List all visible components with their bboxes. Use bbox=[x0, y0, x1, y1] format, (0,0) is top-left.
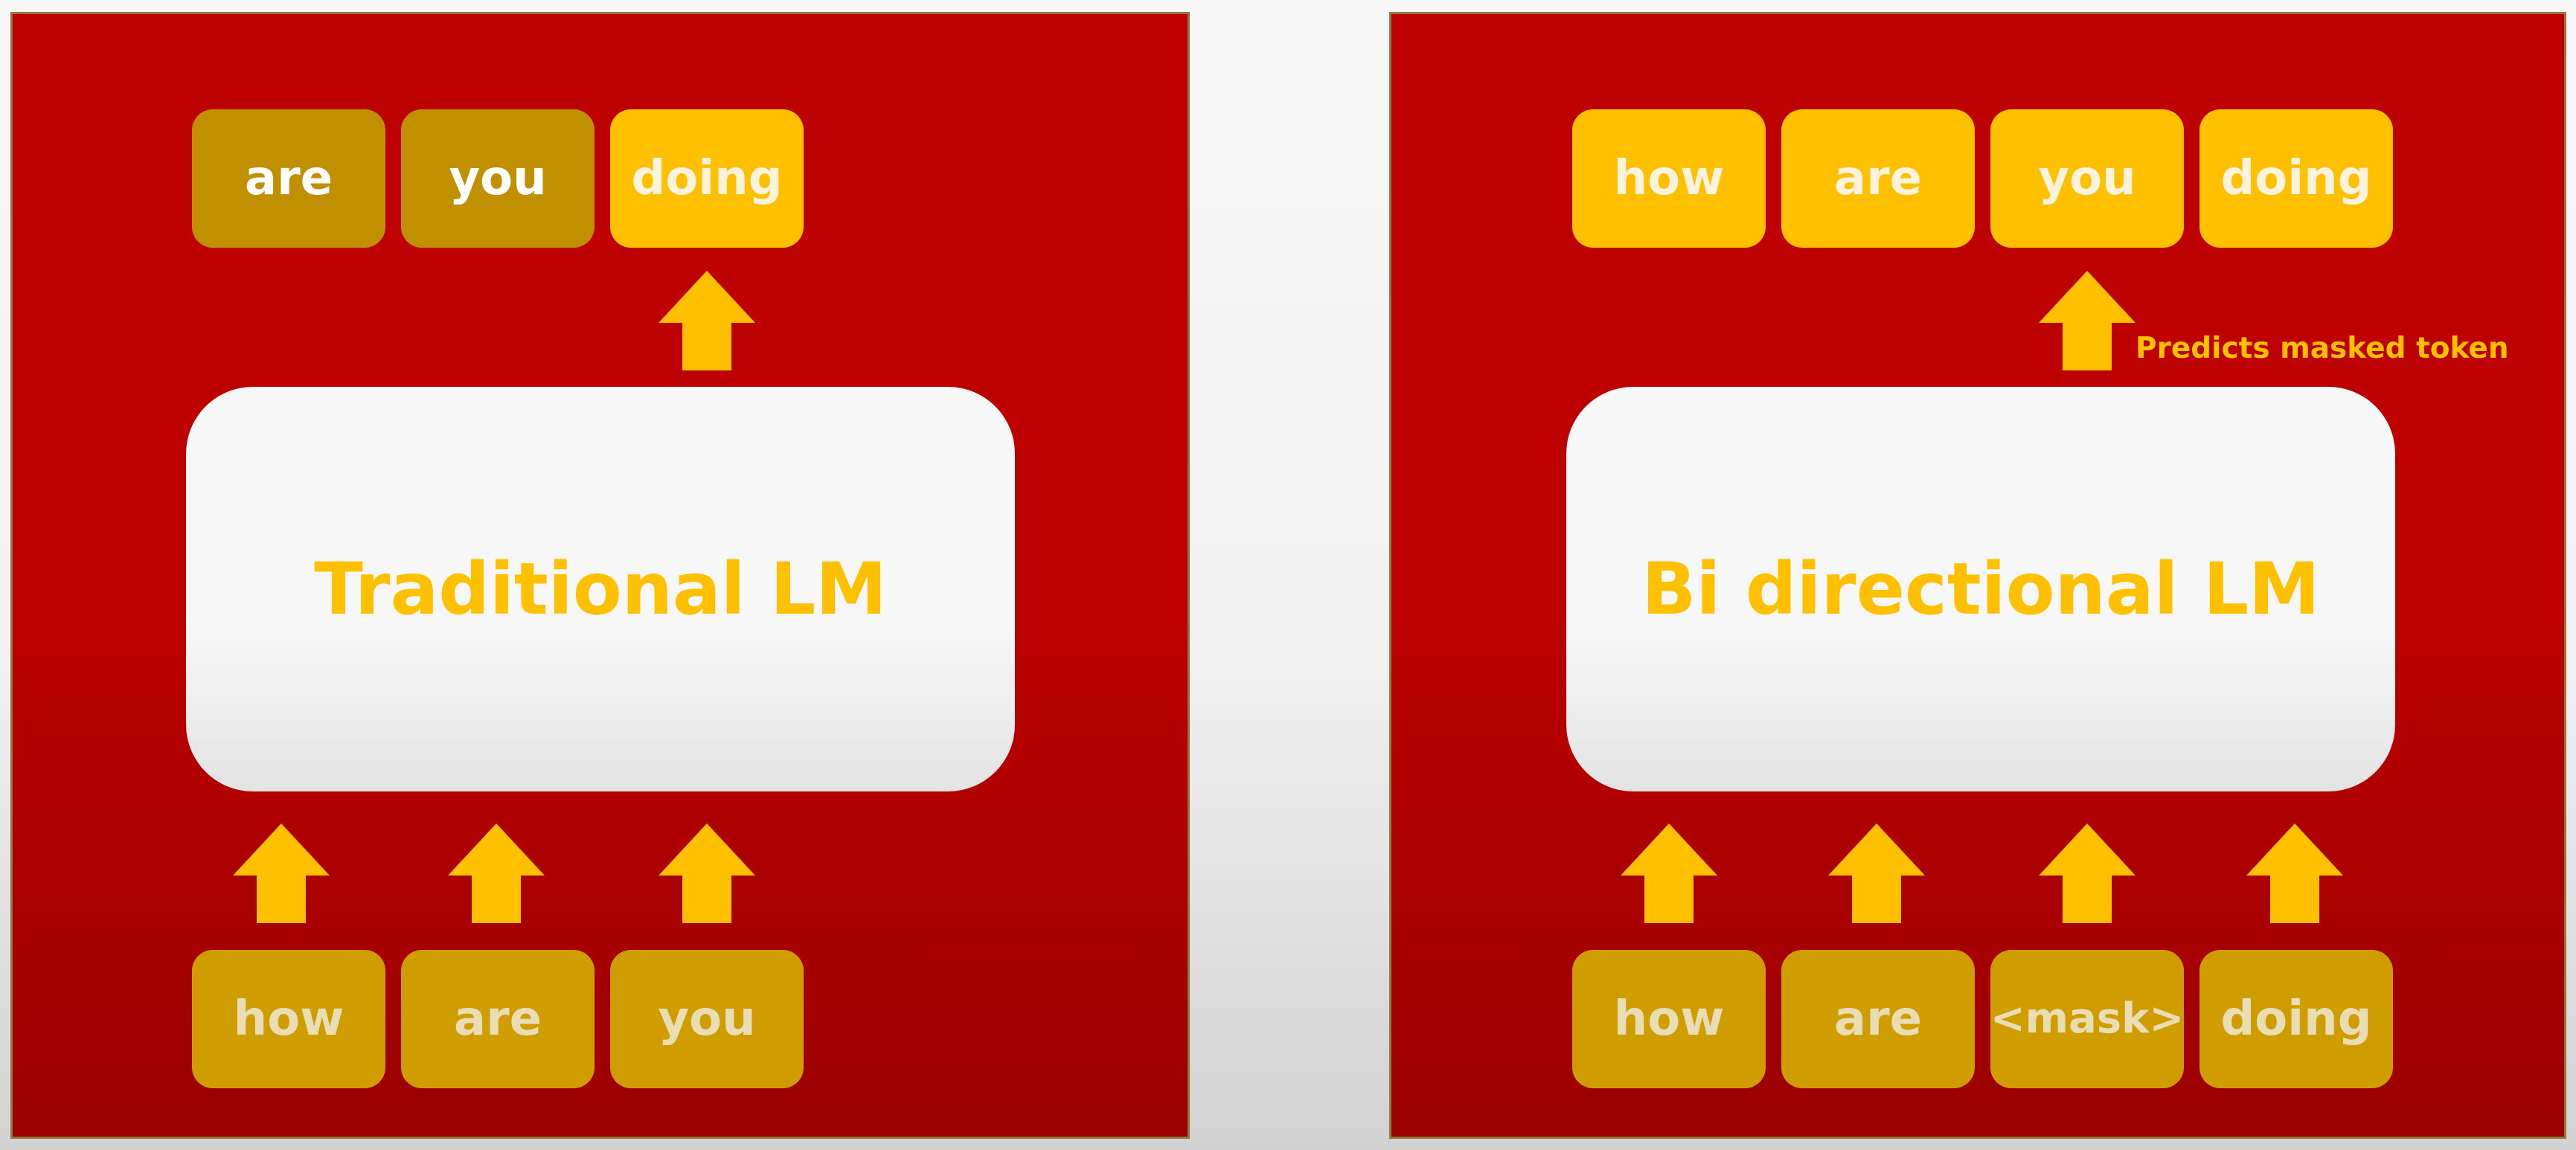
up-arrow-icon bbox=[659, 271, 755, 370]
up-arrow-icon bbox=[659, 823, 755, 923]
up-arrow-icon bbox=[448, 823, 545, 923]
input-token-how: how bbox=[1572, 950, 1766, 1088]
output-token-doing: doing bbox=[2199, 109, 2393, 248]
bidirectional-lm-box: Bi directional LM bbox=[1566, 387, 2395, 791]
up-arrow-icon bbox=[1828, 823, 1925, 923]
up-arrow-icon bbox=[2039, 823, 2136, 923]
input-token-are: are bbox=[401, 950, 595, 1088]
up-arrow-icon bbox=[233, 823, 330, 923]
model-label: Traditional LM bbox=[314, 547, 887, 631]
output-token-doing: doing bbox=[610, 109, 804, 248]
input-token-you: you bbox=[610, 950, 804, 1088]
up-arrow-icon bbox=[2039, 271, 2136, 370]
output-token-are: are bbox=[192, 109, 385, 248]
traditional-lm-panel: are you doing Traditional LM how are you bbox=[10, 12, 1190, 1139]
model-label: Bi directional LM bbox=[1641, 547, 2320, 631]
up-arrow-icon bbox=[1621, 823, 1717, 923]
bidirectional-lm-panel: how are you doing Predicts masked token … bbox=[1389, 12, 2566, 1139]
predicts-masked-token-label: Predicts masked token bbox=[2136, 332, 2509, 365]
traditional-lm-box: Traditional LM bbox=[186, 387, 1015, 791]
output-token-you: you bbox=[1990, 109, 2184, 248]
input-token-doing: doing bbox=[2199, 950, 2393, 1088]
input-token-are: are bbox=[1781, 950, 1975, 1088]
output-token-how: how bbox=[1572, 109, 1766, 248]
input-token-mask: <mask> bbox=[1990, 950, 2184, 1088]
up-arrow-icon bbox=[2246, 823, 2343, 923]
output-token-you: you bbox=[401, 109, 595, 248]
output-token-are: are bbox=[1781, 109, 1975, 248]
input-token-how: how bbox=[192, 950, 385, 1088]
